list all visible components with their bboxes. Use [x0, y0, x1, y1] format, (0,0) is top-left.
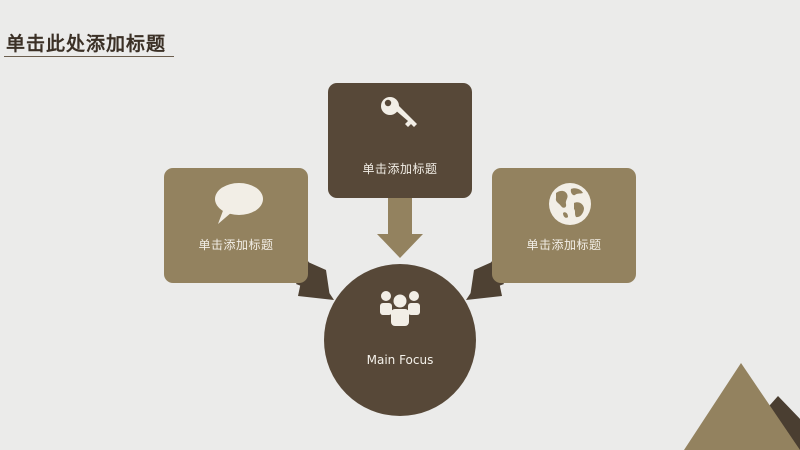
title-underline — [4, 56, 174, 57]
main-focus-label: Main Focus — [366, 353, 434, 367]
people-group-icon — [380, 291, 420, 326]
globe-icon — [549, 183, 591, 225]
right-box-label: 单击添加标题 — [526, 238, 602, 252]
main-focus-circle[interactable]: Main Focus — [324, 264, 476, 416]
key-icon — [381, 97, 417, 127]
top-box-label: 单击添加标题 — [362, 162, 438, 176]
speech-bubble-icon — [215, 183, 263, 224]
right-box[interactable]: 单击添加标题 — [492, 168, 636, 283]
left-box[interactable]: 单击添加标题 — [164, 168, 308, 283]
decor-triangle-tan — [684, 363, 800, 450]
top-box[interactable]: 单击添加标题 — [328, 83, 472, 198]
down-arrow — [377, 198, 423, 258]
slide-title[interactable]: 单击此处添加标题 — [6, 33, 167, 55]
left-box-label: 单击添加标题 — [198, 238, 274, 252]
